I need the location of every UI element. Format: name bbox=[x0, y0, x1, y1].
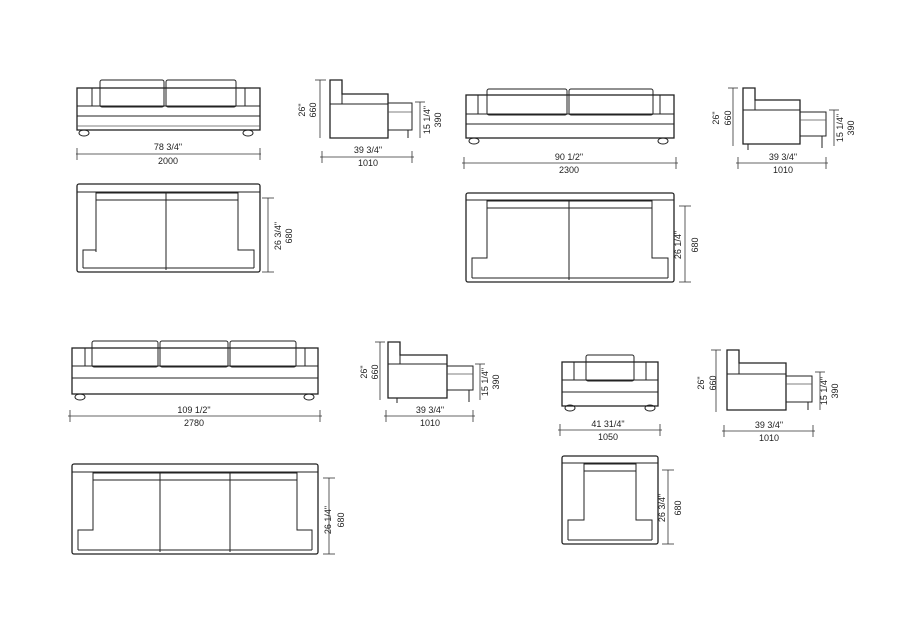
dim-height-in: 26" bbox=[696, 376, 706, 389]
side-1-seat-dimension: 15 1/4" 390 bbox=[415, 101, 443, 138]
dim-width-in: 90 1/2" bbox=[555, 152, 583, 162]
sofa-2300-front-view bbox=[465, 88, 675, 145]
sofa-2000-front-view bbox=[76, 79, 261, 137]
dim-seat-mm: 390 bbox=[491, 374, 501, 389]
dim-seat-mm: 390 bbox=[830, 383, 840, 398]
side-4-seat-dimension: 15 1/4" 390 bbox=[815, 371, 840, 410]
dim-depth-mm: 680 bbox=[690, 237, 700, 252]
dim-depth-in: 26 1/4" bbox=[673, 231, 683, 259]
dim-height-in: 26" bbox=[297, 103, 307, 116]
side-3-depth-dimension: 39 3/4" 1010 bbox=[384, 405, 475, 428]
dim-height-mm: 660 bbox=[723, 110, 733, 125]
side-4-depth-dimension: 39 3/4" 1010 bbox=[722, 420, 815, 443]
dim-width-mm: 2000 bbox=[158, 156, 178, 166]
dim-seat-mm: 390 bbox=[846, 120, 856, 135]
dim-width-mm: 1050 bbox=[598, 432, 618, 442]
side-2-seat-dimension: 15 1/4" 390 bbox=[829, 109, 856, 146]
armchair-1050-width-dimension: 41 31/4" 1050 bbox=[558, 419, 662, 442]
sofa-2780-width-dimension: 109 1/2" 2780 bbox=[68, 405, 322, 428]
dim-seat-in: 15 1/4" bbox=[480, 368, 490, 396]
dim-depth-in: 39 3/4" bbox=[755, 420, 783, 430]
sofa-2780-depth-dimension: 26 1/4" 680 bbox=[323, 477, 346, 555]
dim-seat-in: 15 1/4" bbox=[819, 377, 829, 405]
dim-width-mm: 2300 bbox=[559, 165, 579, 175]
side-view-3 bbox=[387, 341, 474, 403]
dim-seat-mm: 390 bbox=[433, 112, 443, 127]
sofa-2780-front-view bbox=[71, 340, 319, 401]
side-1-height-dimension: 26" 660 bbox=[297, 79, 326, 138]
armchair-1050-depth-dimension: 26 3/4" 680 bbox=[657, 469, 683, 545]
dim-depth-in: 39 3/4" bbox=[416, 405, 444, 415]
dim-depth-mm: 1010 bbox=[773, 165, 793, 175]
dim-width-mm: 2780 bbox=[184, 418, 204, 428]
dim-depth-in: 39 3/4" bbox=[354, 145, 382, 155]
side-4-height-dimension: 26" 660 bbox=[696, 349, 721, 412]
sofa-2000-plan-view bbox=[76, 183, 261, 273]
side-2-depth-dimension: 39 3/4" 1010 bbox=[736, 152, 828, 175]
sofa-2000-depth-dimension: 26 3/4" 680 bbox=[262, 197, 294, 273]
sofa-2300-plan-view bbox=[465, 192, 675, 283]
dim-height-mm: 660 bbox=[708, 375, 718, 390]
dim-depth-mm: 680 bbox=[336, 512, 346, 527]
dim-width-in: 78 3/4" bbox=[154, 142, 182, 152]
dim-height-mm: 660 bbox=[370, 364, 380, 379]
dim-depth-in: 26 3/4" bbox=[273, 222, 283, 250]
dim-depth-in: 26 3/4" bbox=[657, 494, 667, 522]
side-3-seat-dimension: 15 1/4" 390 bbox=[475, 363, 501, 400]
dim-width-in: 41 31/4" bbox=[591, 419, 624, 429]
side-view-4 bbox=[726, 349, 813, 411]
dim-depth-mm: 1010 bbox=[759, 433, 779, 443]
dim-depth-mm: 680 bbox=[284, 228, 294, 243]
armchair-1050-plan-view bbox=[561, 455, 659, 545]
dim-seat-in: 15 1/4" bbox=[835, 114, 845, 142]
sofa-2780-plan-view bbox=[71, 463, 319, 555]
dim-height-in: 26" bbox=[359, 365, 369, 378]
dim-depth-mm: 1010 bbox=[358, 158, 378, 168]
dim-depth-mm: 680 bbox=[673, 500, 683, 515]
side-view-2 bbox=[742, 87, 827, 150]
sofa-2000-width-dimension: 78 3/4" 2000 bbox=[76, 142, 261, 166]
dim-height-in: 26" bbox=[711, 111, 721, 124]
dim-width-in: 109 1/2" bbox=[177, 405, 210, 415]
side-view-1 bbox=[329, 79, 413, 139]
dim-depth-in: 39 3/4" bbox=[769, 152, 797, 162]
side-3-height-dimension: 26" 660 bbox=[359, 341, 385, 400]
dim-depth-in: 26 1/4" bbox=[323, 506, 333, 534]
sofa-2300-depth-dimension: 26 1/4" 680 bbox=[673, 205, 700, 283]
dim-seat-in: 15 1/4" bbox=[422, 106, 432, 134]
side-1-depth-dimension: 39 3/4" 1010 bbox=[320, 145, 414, 168]
dim-height-mm: 660 bbox=[308, 102, 318, 117]
sofa-2300-width-dimension: 90 1/2" 2300 bbox=[462, 152, 678, 175]
dim-depth-mm: 1010 bbox=[420, 418, 440, 428]
side-2-height-dimension: 26" 660 bbox=[711, 87, 738, 146]
armchair-1050-front-view bbox=[561, 354, 659, 412]
